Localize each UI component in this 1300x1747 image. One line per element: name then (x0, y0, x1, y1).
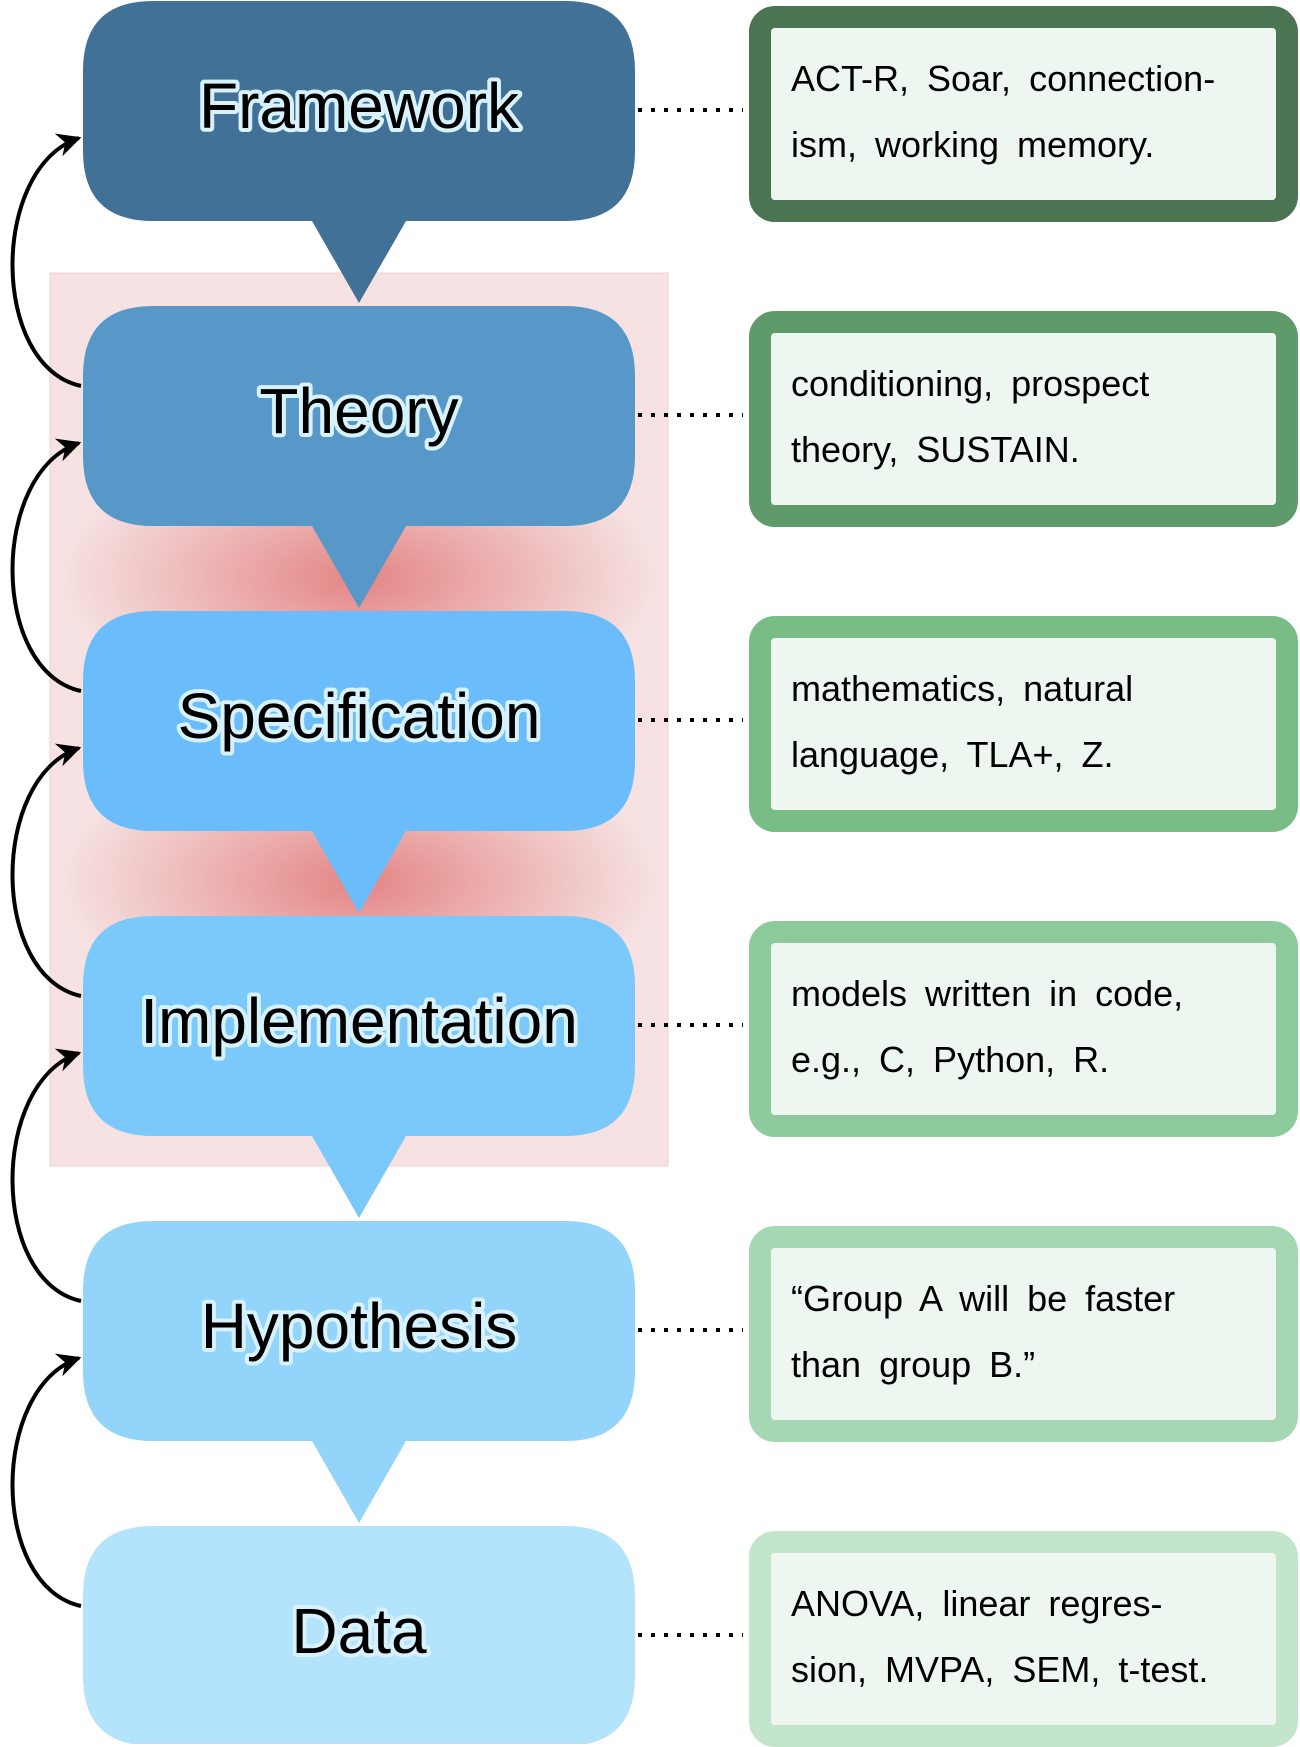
level-bubble (83, 1221, 635, 1523)
description-content: ACT-R, Soar, connection-ism, working mem… (771, 28, 1276, 200)
level-bubble (83, 1, 635, 303)
dotted-connectors (638, 108, 743, 1637)
feedback-arrow (10, 743, 82, 998)
level-bubble (83, 611, 635, 913)
level-stack: FrameworkTheorySpecificationImplementati… (83, 1, 635, 1744)
description-line: “Group A will be faster (791, 1278, 1176, 1319)
level-label: Data (291, 1595, 427, 1667)
description-line: theory, SUSTAIN. (791, 429, 1080, 470)
description-content: ANOVA, linear regres-sion, MVPA, SEM, t-… (771, 1553, 1276, 1725)
feedback-arrow (10, 1353, 82, 1608)
level-hypothesis: Hypothesis (83, 1221, 635, 1523)
description-line: ANOVA, linear regres- (791, 1583, 1163, 1624)
level-bubble (83, 916, 635, 1218)
level-specification: Specification (83, 611, 635, 913)
level-data: Data (83, 1526, 635, 1744)
description-content: models written in code, e.g., C, Python, … (771, 943, 1276, 1115)
description-content: conditioning, prospect theory, SUSTAIN. (771, 333, 1276, 505)
level-implementation: Implementation (83, 916, 635, 1218)
description-line: than group B.” (791, 1344, 1036, 1385)
description-line: ACT-R, Soar, connection- (791, 58, 1216, 99)
description-content: “Group A will be faster than group B.” (771, 1248, 1276, 1420)
description-content: mathematics, natural language, TLA+, Z. (771, 638, 1276, 810)
description-box: models written in code, e.g., C, Python, … (749, 921, 1298, 1137)
description-line: sion, MVPA, SEM, t-test. (791, 1649, 1209, 1690)
feedback-arrow (10, 133, 82, 388)
description-line: models written in code, (791, 973, 1184, 1014)
description-line: ism, working memory. (791, 124, 1155, 165)
description-line: e.g., C, Python, R. (791, 1039, 1110, 1080)
feedback-arrow (10, 438, 82, 693)
level-theory: Theory (83, 306, 635, 608)
description-line: conditioning, prospect (791, 363, 1150, 404)
level-label: Implementation (140, 985, 578, 1057)
level-framework: Framework (83, 1, 635, 303)
description-box: conditioning, prospect theory, SUSTAIN. (749, 311, 1298, 527)
description-box: ACT-R, Soar, connection-ism, working mem… (749, 6, 1298, 222)
level-label: Framework (199, 70, 520, 142)
level-bubble (83, 1526, 635, 1744)
description-box: ANOVA, linear regres-sion, MVPA, SEM, t-… (749, 1531, 1298, 1747)
feedback-arrows (10, 133, 82, 1608)
description-line: language, TLA+, Z. (791, 734, 1114, 775)
level-label: Theory (259, 375, 458, 447)
description-box: mathematics, natural language, TLA+, Z. (749, 616, 1298, 832)
feedback-arrow (10, 1048, 82, 1303)
level-label: Hypothesis (201, 1290, 518, 1362)
description-line: mathematics, natural (791, 668, 1134, 709)
level-label: Specification (178, 680, 541, 752)
description-box: “Group A will be faster than group B.” (749, 1226, 1298, 1442)
level-bubble (83, 306, 635, 608)
